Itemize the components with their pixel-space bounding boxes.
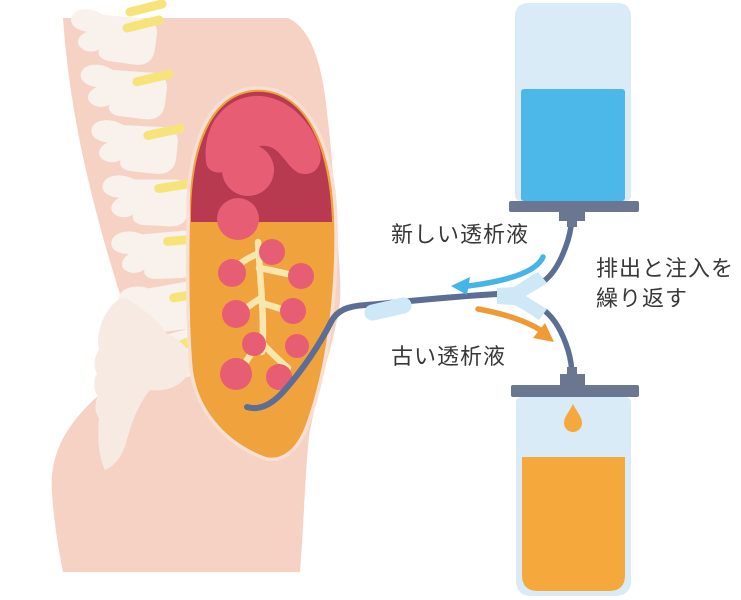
label-used-dialysate: 古い透析液 xyxy=(391,345,507,370)
intestine-circle xyxy=(259,239,285,265)
spinal-disc xyxy=(132,69,174,87)
intestine-circle xyxy=(266,364,292,390)
intestine-circle xyxy=(218,259,246,287)
intestines-group xyxy=(217,198,314,390)
drain-bag-port xyxy=(560,374,585,386)
drain-fluid-level xyxy=(522,457,625,591)
fresh-bag-clamp xyxy=(509,201,639,227)
catheter-connector xyxy=(364,297,412,321)
label-exchange-note: 排出と注入を 繰り返す xyxy=(596,257,735,312)
label-fresh-dialysate: 新しい透析液 xyxy=(391,223,530,248)
intestine-circle xyxy=(217,198,259,240)
catheter-tube xyxy=(244,291,500,412)
sacrum-bone xyxy=(94,298,191,470)
intestine-circle xyxy=(280,298,306,324)
fresh-bag-port xyxy=(559,211,585,221)
intestine-circle xyxy=(220,358,252,390)
droplet-icon xyxy=(563,404,582,433)
spinal-disc xyxy=(125,0,167,17)
fresh-dialysate-bag xyxy=(509,3,639,227)
fresh-flow-arrow-icon xyxy=(451,254,546,295)
intestine-circle xyxy=(288,263,314,289)
drain-bag xyxy=(511,367,639,596)
spinal-disc xyxy=(122,15,164,33)
intestine-circle xyxy=(242,332,266,356)
intestine-circle xyxy=(285,334,309,358)
spinal-disc xyxy=(154,178,196,194)
intestine-circle xyxy=(222,300,250,328)
y-connector xyxy=(497,272,547,320)
drain-flow-arrow-icon xyxy=(475,306,554,342)
organs-group xyxy=(205,95,321,196)
spinal-disc xyxy=(143,124,185,140)
organ-circle xyxy=(222,144,274,196)
fresh-fluid-level xyxy=(521,89,625,201)
drain-bag-clamp xyxy=(511,367,639,397)
mesentery-vessels xyxy=(229,238,296,372)
